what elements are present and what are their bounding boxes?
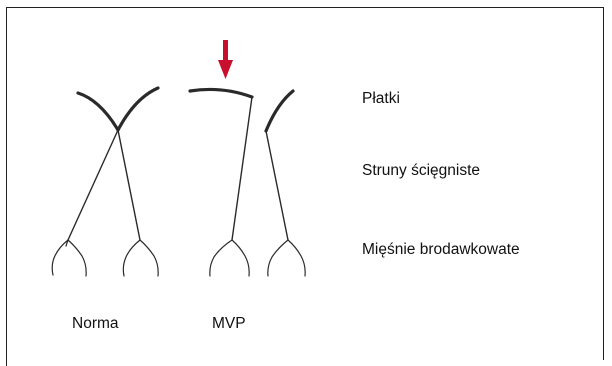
normal-papillary-right xyxy=(123,240,158,276)
normal-chord-left xyxy=(68,130,118,240)
label-chordae: Struny ścięgniste xyxy=(362,162,480,180)
normal-leaflet-right xyxy=(118,88,158,130)
normal-valve xyxy=(52,88,158,276)
normal-leaflet-left xyxy=(78,93,118,130)
normal-chord-right xyxy=(118,130,140,240)
label-papillary-muscles: Mięśnie brodawkowate xyxy=(362,241,520,259)
prolapse-arrow-icon xyxy=(218,40,233,79)
mvp-papillary-left xyxy=(210,240,249,276)
label-normal: Norma xyxy=(72,315,119,333)
label-mvp: MVP xyxy=(212,315,246,333)
mvp-valve xyxy=(190,89,305,276)
mvp-chord-right xyxy=(266,131,288,240)
mvp-chord-left xyxy=(232,97,252,240)
mvp-papillary-right xyxy=(268,240,305,276)
mvp-leaflet-left xyxy=(190,89,252,97)
label-leaflets: Płatki xyxy=(362,90,400,108)
mvp-leaflet-right xyxy=(266,91,293,131)
normal-papillary-left xyxy=(52,240,86,276)
